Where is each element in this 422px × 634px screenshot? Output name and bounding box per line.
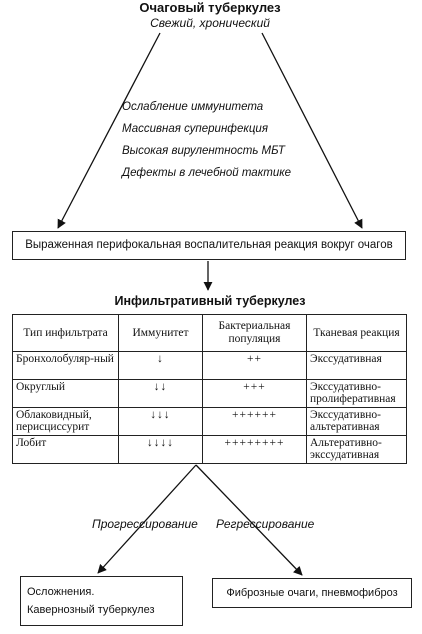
cell-immunity: ↓↓ xyxy=(118,379,203,408)
factor-item: Массивная суперинфекция xyxy=(122,123,268,135)
table-header-row: Тип инфильтрата Иммунитет Бактериальная … xyxy=(12,314,407,352)
cell-immunity: ↓↓↓ xyxy=(118,407,203,436)
infiltrative-title: Инфильтративный туберкулез xyxy=(114,294,306,308)
infiltrate-table: Тип инфильтрата Иммунитет Бактериальная … xyxy=(12,314,407,464)
focal-tb-subtitle: Свежий, хронический xyxy=(150,16,270,30)
outcome-fibrosis-box: Фиброзные очаги, пневмофиброз xyxy=(212,578,412,608)
factor-item: Высокая вирулентность МБТ xyxy=(122,145,285,157)
header-tissue: Тканевая реакция xyxy=(306,314,407,352)
cell-immunity: ↓ xyxy=(118,351,203,380)
cell-bacteria: +++ xyxy=(202,379,307,408)
header-immunity: Иммунитет xyxy=(118,314,203,352)
cell-bacteria: ++++++ xyxy=(202,407,307,436)
cell-immunity: ↓↓↓↓ xyxy=(118,435,203,464)
cell-bacteria: ++++++++ xyxy=(202,435,307,464)
cell-tissue: Экссудативно-альтеративная xyxy=(306,407,407,436)
table-row: Облаковидный, перисциссурит ↓↓↓ ++++++ Э… xyxy=(12,407,407,436)
branch-progress-label: Прогрессирование xyxy=(92,517,198,531)
branch-regress-label: Регрессирование xyxy=(216,517,315,531)
cell-tissue: Альтеративно-экссудативная xyxy=(306,435,407,464)
header-bacteria: Бактериальная популяция xyxy=(202,314,307,352)
reaction-box: Выраженная перифокальная воспалительная … xyxy=(12,231,406,260)
table-row: Округлый ↓↓ +++ Экссудативно-пролиферати… xyxy=(12,379,407,408)
outcome-complications-box: Осложнения. Кавернозный туберкулез xyxy=(20,576,183,626)
focal-tb-title: Очаговый туберкулез xyxy=(139,0,281,15)
cell-bacteria: ++ xyxy=(202,351,307,380)
table-row: Лобит ↓↓↓↓ ++++++++ Альтеративно-экссуда… xyxy=(12,435,407,464)
outcome-cavernous: Кавернозный туберкулез xyxy=(27,604,155,616)
cell-type: Облаковидный, перисциссурит xyxy=(12,407,119,436)
cell-type: Округлый xyxy=(12,379,119,408)
cell-tissue: Экссудативная xyxy=(306,351,407,380)
factors-list: Ослабление иммунитета Массивная суперинф… xyxy=(122,96,342,184)
arrow-top-left xyxy=(57,32,161,229)
arrow-table-right xyxy=(195,464,303,576)
header-type: Тип инфильтрата xyxy=(12,314,119,352)
arrow-table-left xyxy=(97,464,197,574)
factor-item: Ослабление иммунитета xyxy=(122,101,264,113)
arrow-top-right xyxy=(261,32,363,229)
cell-type: Бронхолобуляр-ный xyxy=(12,351,119,380)
cell-type: Лобит xyxy=(12,435,119,464)
cell-tissue: Экссудативно-пролиферативная xyxy=(306,379,407,408)
outcome-complications: Осложнения. xyxy=(27,586,95,598)
factor-item: Дефекты в лечебной тактике xyxy=(122,167,292,179)
table-row: Бронхолобуляр-ный ↓ ++ Экссудативная xyxy=(12,351,407,380)
